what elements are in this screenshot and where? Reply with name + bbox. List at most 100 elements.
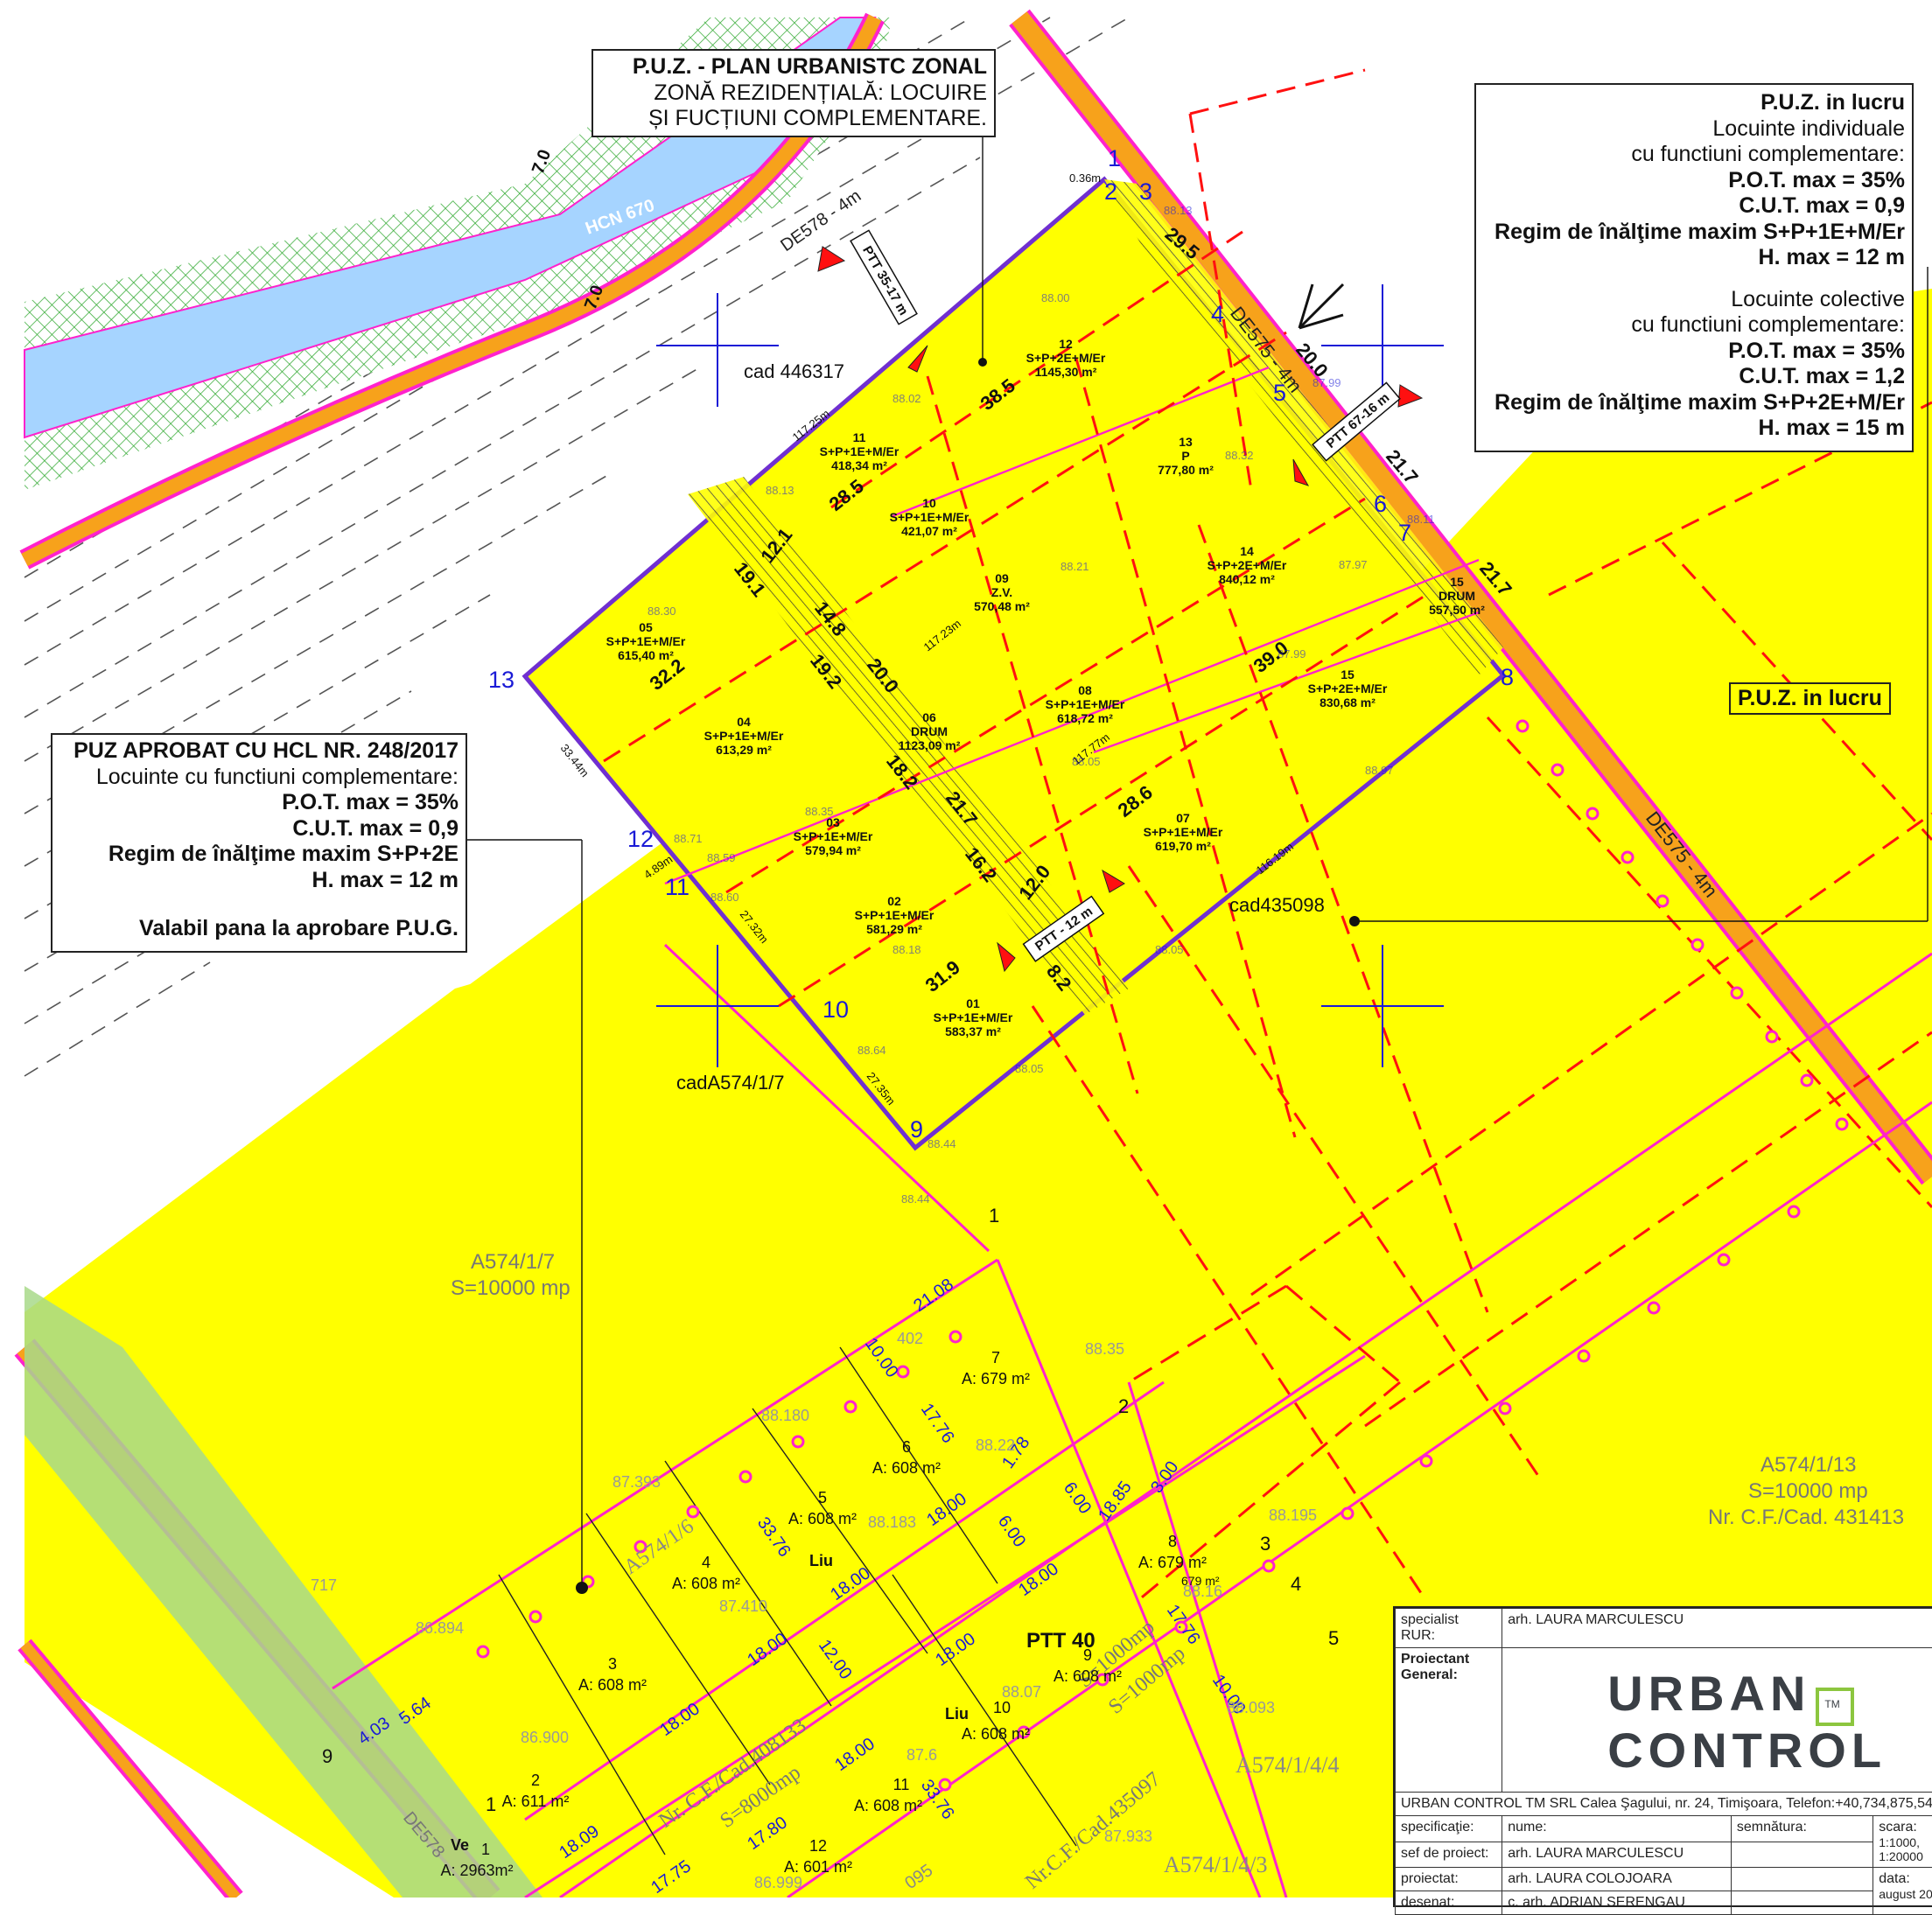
parcel-cf: Nr. C.F./Cad. 431413 bbox=[1708, 1506, 1904, 1529]
elevation: 88.21 bbox=[1060, 560, 1089, 573]
lower-lot-nr: 11 bbox=[893, 1776, 910, 1793]
corner-number: 2 bbox=[1104, 178, 1117, 205]
legend-line: cu functiuni complementare: bbox=[1483, 142, 1905, 168]
lot-rh: S+P+2E+M/Er bbox=[1026, 351, 1106, 365]
puz-in-lucru-tag: P.U.Z. in lucru bbox=[1729, 682, 1891, 715]
legend-line: P.O.T. max = 35% bbox=[1483, 339, 1905, 365]
lot-rh: S+P+1E+M/Er bbox=[606, 634, 686, 648]
elevation: 88.59 bbox=[707, 851, 736, 864]
legend-line: Valabil pana la aprobare P.U.G. bbox=[60, 916, 458, 942]
corner-number: 8 bbox=[1501, 664, 1514, 690]
legend-line: Regim de înălţime maxim S+P+1E+M/Er bbox=[1483, 220, 1905, 246]
corner-number: 11 bbox=[665, 874, 690, 900]
corner-number: 1 bbox=[1108, 145, 1121, 171]
legend-line: Locuinte cu functiuni complementare: bbox=[60, 765, 458, 791]
small-dimension: 0.36m bbox=[1069, 171, 1101, 185]
lot-nr: 10 bbox=[922, 496, 936, 510]
lot-nr: 14 bbox=[1240, 544, 1254, 558]
elevation: 88.97 bbox=[1365, 764, 1394, 777]
lot-rh: S+P+1E+M/Er bbox=[820, 444, 900, 458]
lot-rh: S+P+1E+M/Er bbox=[934, 1010, 1013, 1024]
title-block: specialist RUR: arh. LAURA MARCULESCU Pr… bbox=[1393, 1606, 1932, 1907]
ptt-40-label: PTT 40 bbox=[1026, 1629, 1096, 1653]
lot-area: 1145,30 m² bbox=[1035, 365, 1097, 379]
lot-rh: DRUM bbox=[911, 724, 948, 738]
lot-nr: 07 bbox=[1176, 811, 1190, 825]
lot-nr: 15 bbox=[1340, 667, 1354, 681]
lot-area: 830,68 m² bbox=[1320, 695, 1376, 709]
lower-lot-area: A: 608 m² bbox=[788, 1510, 857, 1527]
lot-area: 557,50 m² bbox=[1429, 603, 1485, 617]
lower-elevation: 87.933 bbox=[1104, 1828, 1152, 1845]
lower-elevation: 87.410 bbox=[719, 1597, 767, 1615]
survey-point: 1 bbox=[989, 1205, 999, 1227]
lower-elevation: 88.07 bbox=[1002, 1683, 1041, 1701]
lot-area: 418,34 m² bbox=[831, 458, 887, 472]
lot-rh: Z.V. bbox=[991, 585, 1012, 599]
lot-area: 421,07 m² bbox=[901, 524, 957, 538]
elevation: 88.30 bbox=[648, 605, 676, 618]
elevation: 88.13 bbox=[766, 484, 794, 497]
lower-lot-area: A: 679 m² bbox=[1138, 1554, 1207, 1571]
puz-plan-title: P.U.Z. - PLAN URBANISTC ZONAL bbox=[600, 54, 987, 80]
lower-lot-area: A: 608 m² bbox=[672, 1575, 740, 1592]
lower-lot-nr: 3 bbox=[608, 1655, 617, 1673]
puz-plan-box: P.U.Z. - PLAN URBANISTC ZONAL ZONĂ REZID… bbox=[592, 49, 996, 137]
lot-rh: S+P+1E+M/Er bbox=[855, 908, 934, 922]
lower-elevation: 86.900 bbox=[521, 1729, 569, 1746]
lot-nr: 05 bbox=[639, 620, 653, 634]
lot-area: 615,40 m² bbox=[618, 648, 674, 662]
rur-label: specialist RUR: bbox=[1396, 1609, 1502, 1648]
lower-lot-nr: 8 bbox=[1168, 1533, 1177, 1550]
corner-number: 6 bbox=[1374, 491, 1387, 517]
parcel-area: S=10000 mp bbox=[1748, 1479, 1868, 1503]
lower-lot-nr: 12 bbox=[809, 1837, 827, 1855]
survey-point: 5 bbox=[1328, 1627, 1339, 1649]
elevation: 88.44 bbox=[901, 1192, 930, 1206]
desenat-signature bbox=[1731, 1891, 1872, 1915]
lower-lot-nr: 10 bbox=[993, 1699, 1011, 1716]
legend-line: Regim de înălţime maxim S+P+2E bbox=[60, 842, 458, 868]
cad-label: cad435098 bbox=[1229, 894, 1325, 916]
elevation: 88.05 bbox=[1072, 755, 1101, 768]
sef-label: sef de proiect: bbox=[1396, 1842, 1502, 1868]
lower-lot-nr: 1 bbox=[481, 1841, 490, 1858]
cad-label: cadA574/1/7 bbox=[676, 1072, 785, 1094]
corner-number: 10 bbox=[822, 996, 849, 1023]
legend-line: P.O.T. max = 35% bbox=[60, 790, 458, 816]
elevation: 88.32 bbox=[1225, 449, 1254, 462]
lot-area: 583,37 m² bbox=[945, 1024, 1001, 1038]
legend-line: Regim de înălţime maxim S+P+2E+M/Er bbox=[1483, 390, 1905, 416]
lower-elevation: 87.393 bbox=[612, 1473, 661, 1491]
corner-number: 5 bbox=[1273, 380, 1286, 406]
company-address: URBAN CONTROL TM SRL Calea Şagului, nr. … bbox=[1396, 1793, 1932, 1816]
elevation: 88.05 bbox=[1155, 943, 1184, 956]
date-cell: data: august 20 bbox=[1873, 1868, 1932, 1915]
lower-elevation: 88.093 bbox=[1227, 1699, 1275, 1716]
puz-lucru-title: P.U.Z. in lucru bbox=[1483, 90, 1905, 116]
lot-area: 619,70 m² bbox=[1155, 839, 1211, 853]
legend-line: H. max = 12 m bbox=[1483, 245, 1905, 271]
puz-hcl-box: PUZ APROBAT CU HCL NR. 248/2017 Locuinte… bbox=[51, 733, 467, 953]
lot-rh: S+P+1E+M/Er bbox=[794, 829, 873, 843]
date-label: data: bbox=[1879, 1871, 1932, 1887]
lot-rh: P bbox=[1181, 449, 1189, 463]
corner-number: 12 bbox=[627, 826, 654, 852]
elevation: 87.99 bbox=[1278, 647, 1306, 660]
lot-rh: S+P+2E+M/Er bbox=[1208, 558, 1287, 572]
elevation: 88.44 bbox=[928, 1137, 956, 1150]
desenat-name: c. arh. ADRIAN SERENGAU bbox=[1502, 1891, 1732, 1915]
legend-line: H. max = 12 m bbox=[60, 868, 458, 894]
legend-line: H. max = 15 m bbox=[1483, 416, 1905, 442]
lot-nr: 11 bbox=[853, 430, 866, 444]
elevation: 88.11 bbox=[1407, 513, 1435, 526]
lower-lot-area: A: 611 m² bbox=[502, 1793, 570, 1810]
corner-number: 3 bbox=[1139, 178, 1152, 205]
lot-rh: S+P+1E+M/Er bbox=[1144, 825, 1223, 839]
scale-value: 1:1000, 1:20000 bbox=[1879, 1835, 1932, 1863]
zone-code: Ve bbox=[451, 1836, 469, 1854]
elevation: 87.97 bbox=[1339, 558, 1368, 571]
lower-lot-area: A: 601 m² bbox=[784, 1858, 852, 1876]
lower-lot-nr: 2 bbox=[531, 1772, 540, 1789]
proiectat-signature bbox=[1731, 1868, 1872, 1891]
